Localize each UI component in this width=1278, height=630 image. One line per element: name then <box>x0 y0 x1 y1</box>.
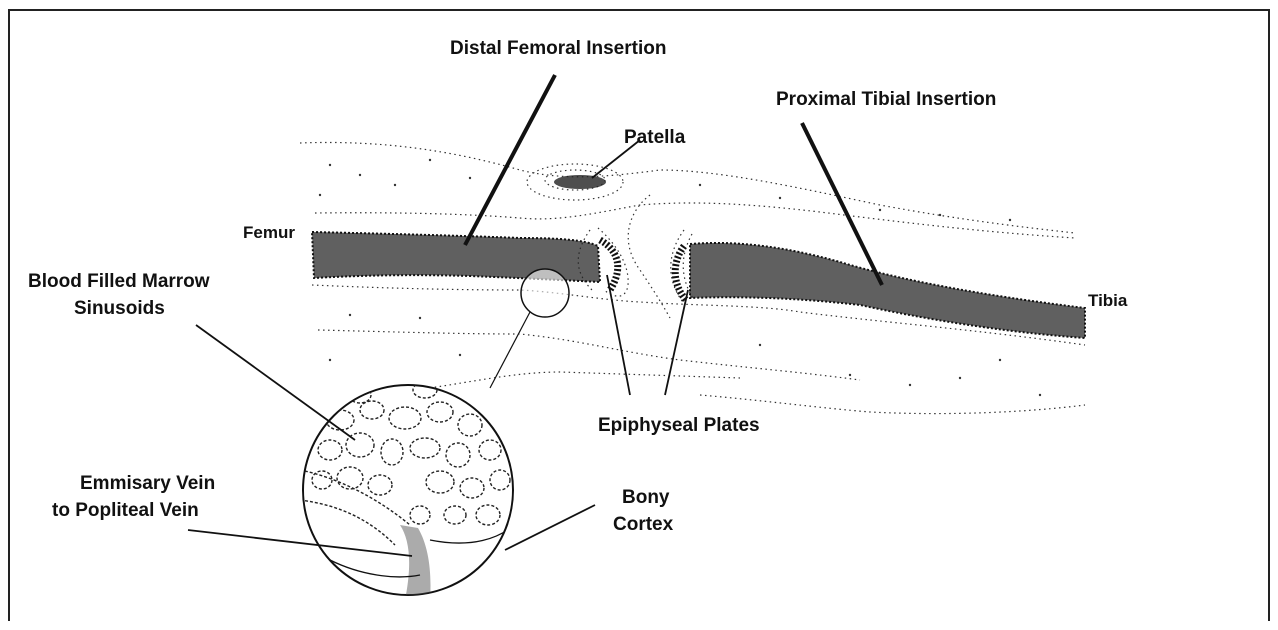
label-emmisary-vein-1: Emmisary Vein <box>80 472 215 496</box>
patella-shape <box>554 175 606 189</box>
tibia-band <box>675 243 1085 338</box>
label-femur: Femur <box>243 221 295 245</box>
label-blood-filled-marrow-1: Blood Filled Marrow <box>28 270 210 294</box>
magnify-source-circle <box>521 269 569 317</box>
label-emmisary-vein-2: to Popliteal Vein <box>52 499 199 523</box>
label-epiphyseal-plates: Epiphyseal Plates <box>598 414 760 438</box>
label-bony-cortex-1: Bony <box>622 486 670 510</box>
femur-band <box>312 232 618 290</box>
label-blood-filled-marrow-2: Sinusoids <box>74 297 165 321</box>
label-tibia: Tibia <box>1088 289 1127 313</box>
label-proximal-tibial-insertion: Proximal Tibial Insertion <box>776 88 996 112</box>
label-distal-femoral-insertion: Distal Femoral Insertion <box>450 37 666 61</box>
label-patella: Patella <box>624 126 685 150</box>
label-bony-cortex-2: Cortex <box>613 513 673 537</box>
magnified-view <box>300 382 520 600</box>
scatter-dots <box>319 159 1041 396</box>
